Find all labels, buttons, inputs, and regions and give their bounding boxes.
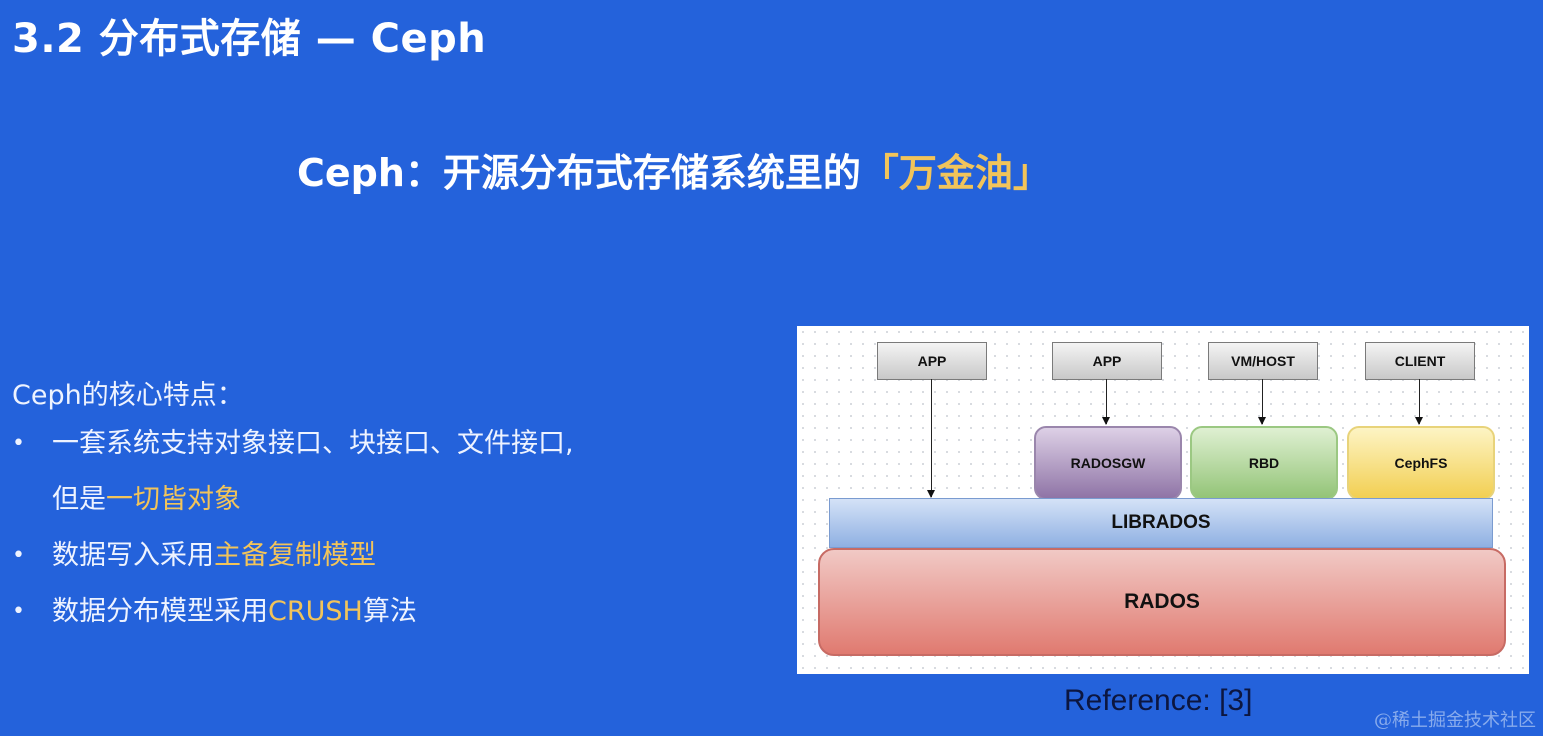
ceph-architecture-diagram: APP APP VM/HOST CLIENT RADOSGW RBD CephF… xyxy=(797,326,1529,674)
client-app-2: APP xyxy=(1052,342,1162,380)
bullet-icon: • xyxy=(12,431,25,456)
client-client: CLIENT xyxy=(1365,342,1475,380)
subtitle-text: Ceph：开源分布式存储系统里的 xyxy=(297,151,861,195)
cephfs-box: CephFS xyxy=(1347,426,1495,500)
arrow-down-icon xyxy=(927,379,935,498)
features-heading: Ceph的核心特点： xyxy=(12,380,244,411)
rados-layer: RADOS xyxy=(818,548,1506,656)
radosgw-box: RADOSGW xyxy=(1034,426,1182,500)
client-app-1: APP xyxy=(877,342,987,380)
bullet-icon: • xyxy=(12,543,25,568)
arrow-down-icon xyxy=(1102,379,1110,425)
feature-text: 数据写入采用 xyxy=(52,540,214,571)
feature-text: 算法 xyxy=(362,596,417,627)
slide-title: 3.2 分布式存储 — Ceph xyxy=(12,16,487,62)
feature-highlight: CRUSH xyxy=(268,596,363,627)
feature-text: 一套系统支持对象接口、块接口、文件接口, xyxy=(52,428,574,459)
subtitle-highlight: 「万金油」 xyxy=(860,151,1051,195)
feature-highlight: 主备复制模型 xyxy=(214,540,376,571)
feature-continuation: 但是一切皆对象 xyxy=(52,472,574,528)
feature-item: • 数据分布模型采用CRUSH算法 xyxy=(12,584,574,640)
arrow-down-icon xyxy=(1415,379,1423,425)
reference-label: Reference: [3] xyxy=(1064,684,1253,717)
slide-subtitle: Ceph：开源分布式存储系统里的「万金油」 xyxy=(297,142,1051,197)
client-vm-host: VM/HOST xyxy=(1208,342,1318,380)
bullet-icon: • xyxy=(12,599,25,624)
feature-item: • 数据写入采用主备复制模型 xyxy=(12,528,574,584)
watermark: @稀土掘金技术社区 xyxy=(1374,710,1536,731)
feature-text: 但是 xyxy=(52,484,106,515)
librados-layer: LIBRADOS xyxy=(829,498,1493,548)
feature-highlight: 一切皆对象 xyxy=(106,484,241,515)
feature-item: • 一套系统支持对象接口、块接口、文件接口, 但是一切皆对象 xyxy=(12,416,574,528)
feature-list: Ceph的核心特点： • 一套系统支持对象接口、块接口、文件接口, 但是一切皆对… xyxy=(12,376,574,640)
rbd-box: RBD xyxy=(1190,426,1338,500)
feature-text: 数据分布模型采用 xyxy=(52,596,268,627)
arrow-down-icon xyxy=(1258,379,1266,425)
